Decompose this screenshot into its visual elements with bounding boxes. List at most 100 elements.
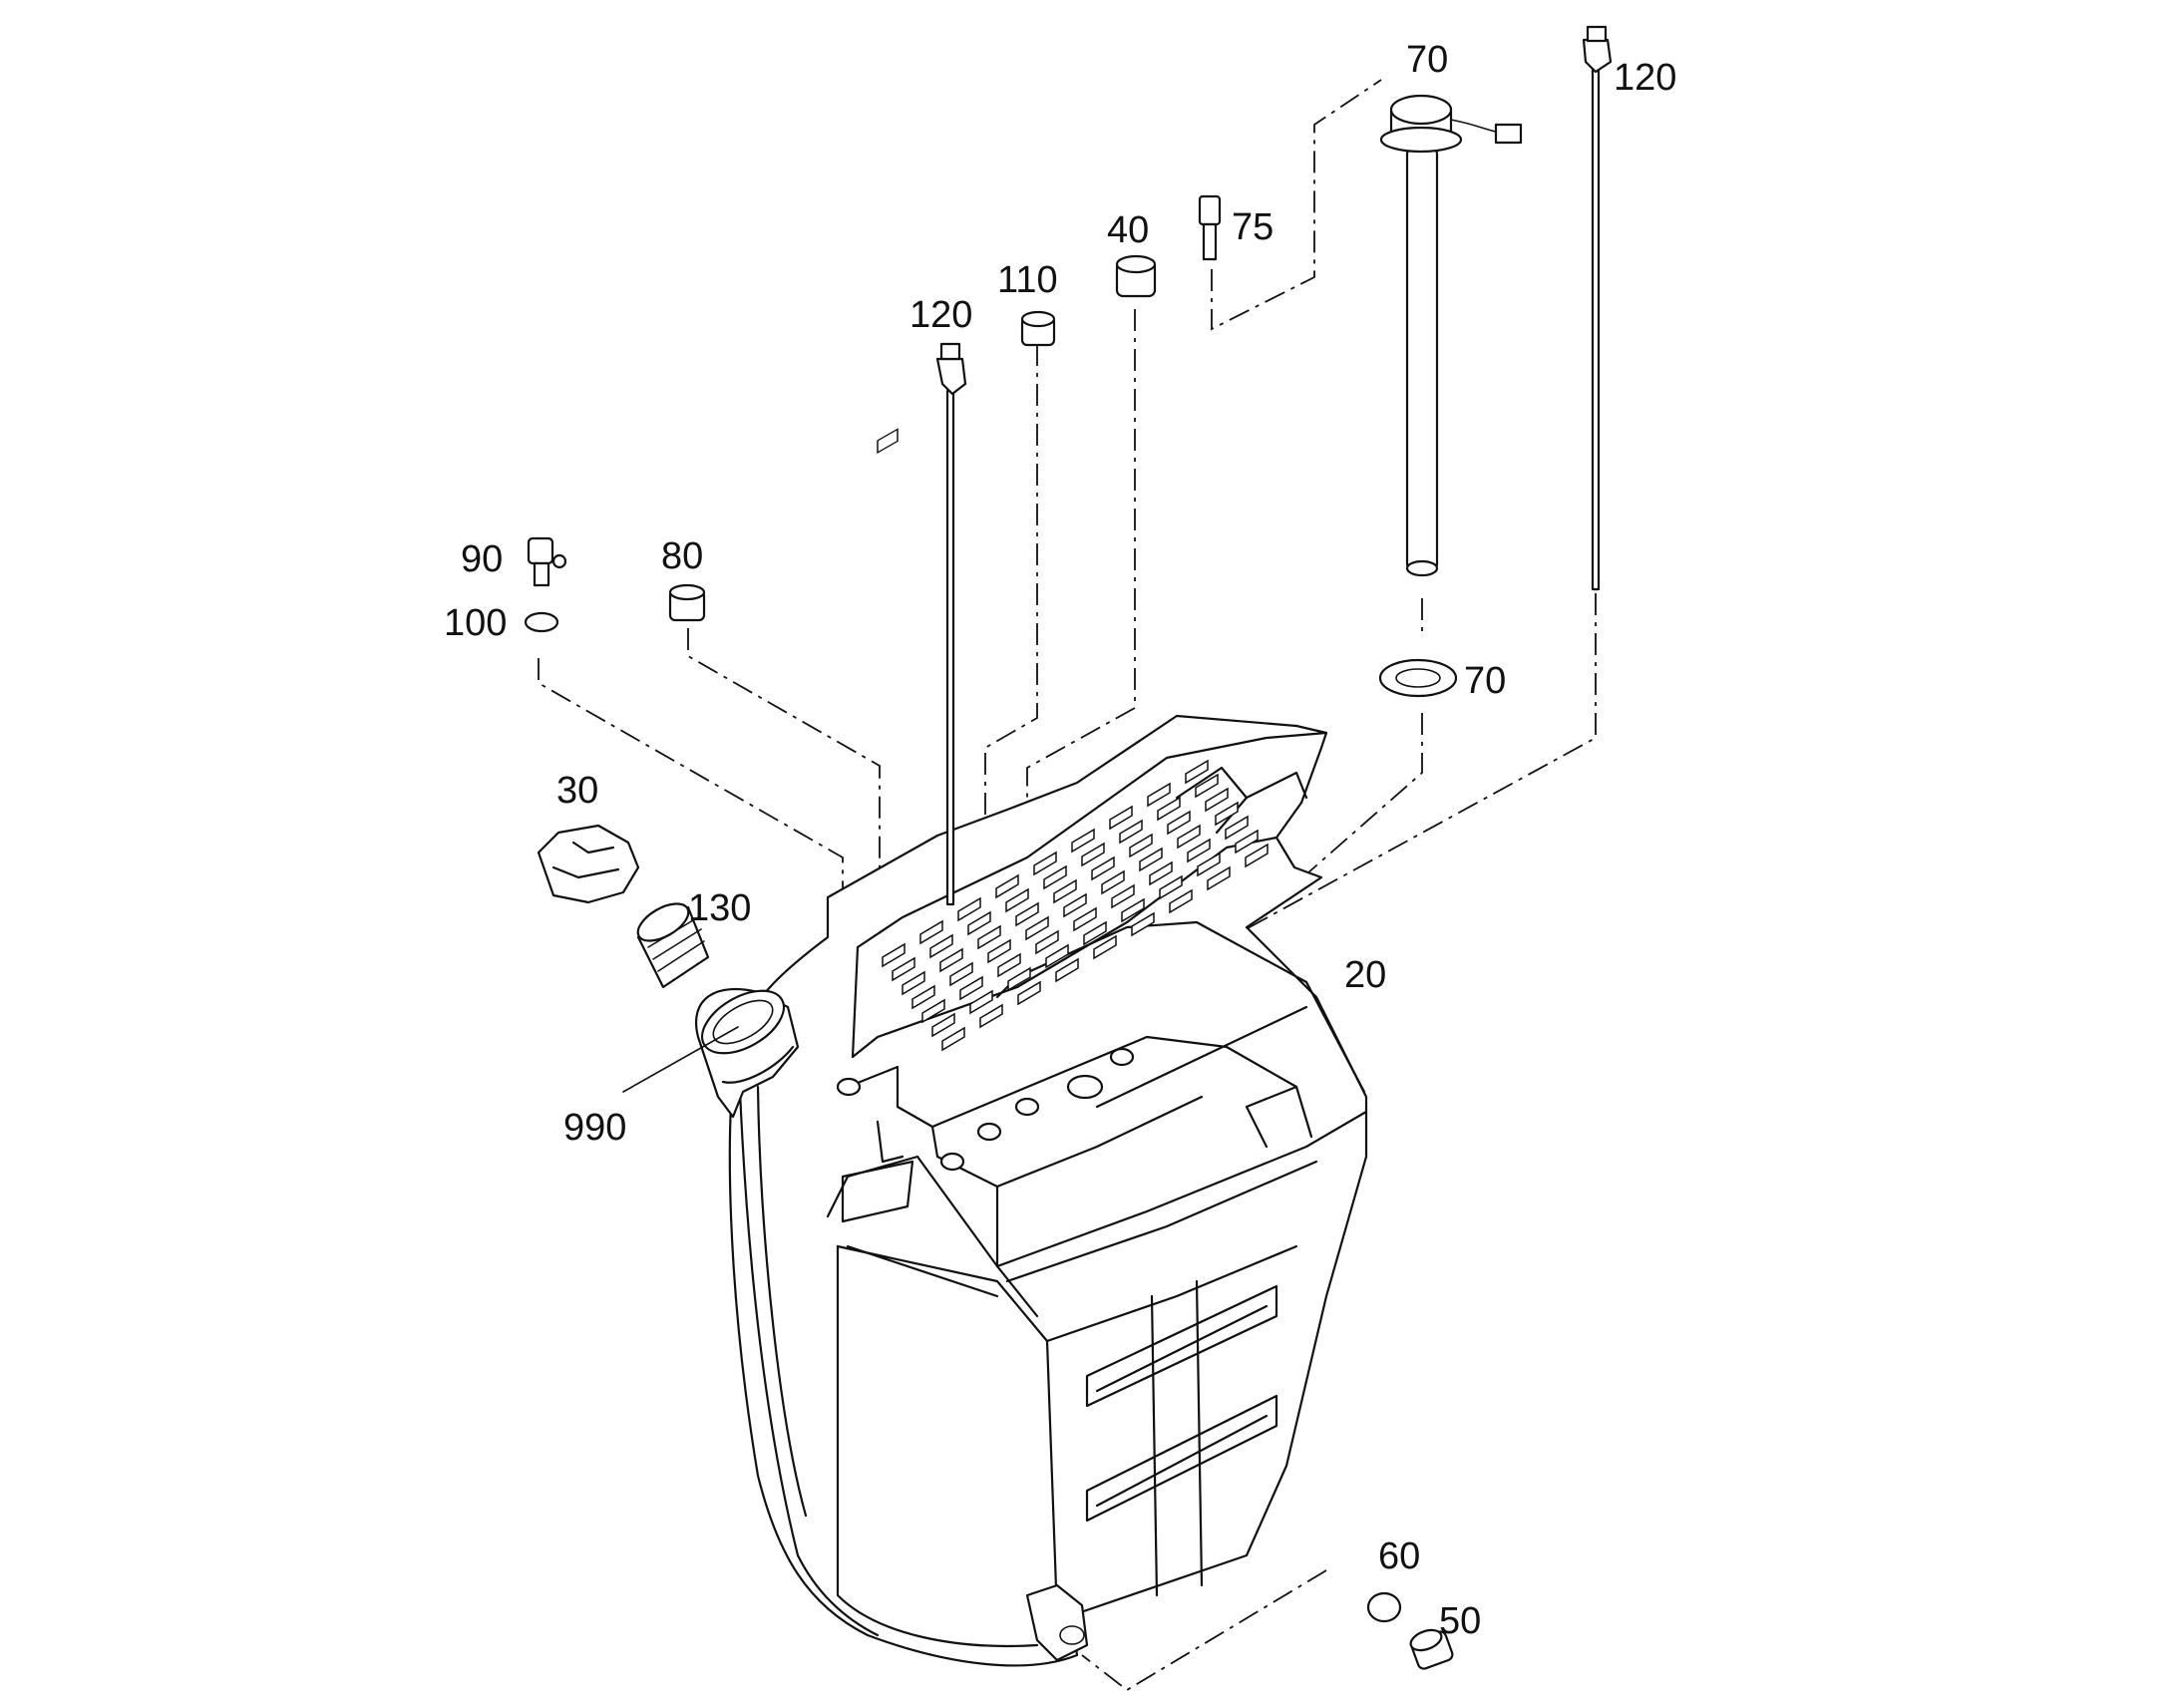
grille-slot — [1015, 901, 1039, 927]
grille-slot — [959, 975, 983, 1001]
sender-tube — [1405, 148, 1439, 570]
hole — [939, 1152, 965, 1172]
part-60-oring — [1366, 1591, 1402, 1623]
strainer-mesh — [647, 916, 705, 972]
grille-slot — [967, 910, 991, 936]
grille-slot — [987, 938, 1011, 964]
grille-slot — [1149, 860, 1173, 886]
tank-shoulder-right — [995, 1110, 1368, 1268]
label-100: 100 — [444, 602, 507, 644]
screw-shank — [1202, 222, 1218, 261]
cap-body — [537, 824, 640, 904]
grille-slots — [877, 428, 899, 455]
plug-40-top — [1115, 254, 1157, 274]
grille-slot — [1157, 796, 1181, 822]
handle-bar-right — [1195, 1279, 1204, 1587]
tank-front-left-edge — [836, 1244, 1039, 1648]
grille-slot — [941, 1026, 965, 1052]
label-80: 80 — [661, 535, 703, 577]
grille-slot — [1245, 843, 1269, 868]
grille-slot — [1119, 819, 1143, 845]
label-990: 990 — [563, 1107, 626, 1149]
grille-slot-grid — [882, 759, 1269, 1052]
grille-top-edge — [856, 731, 1328, 949]
grille-left-edge — [851, 945, 860, 1059]
part-30-cap — [537, 824, 640, 904]
grille-slot — [921, 998, 945, 1024]
part-50-plug — [1409, 1628, 1454, 1670]
grille-slot — [931, 1012, 955, 1038]
grille-slot — [1121, 897, 1145, 923]
grille-slot — [892, 956, 915, 982]
grille-slot — [929, 933, 953, 959]
label-20: 20 — [1344, 954, 1386, 996]
grille-slot — [1055, 957, 1079, 983]
grille-slot — [977, 924, 1001, 950]
tank-shoulder — [826, 1155, 1039, 1318]
sender-flange — [1379, 126, 1463, 154]
grille-slot — [1169, 888, 1193, 914]
line-75-70 — [1211, 79, 1382, 331]
handle-upper — [1085, 1284, 1278, 1408]
grille-slot — [1101, 869, 1125, 895]
filler-neck-inner — [712, 999, 774, 1045]
tank-shoulder-inner — [846, 1244, 999, 1298]
drain-boss — [1025, 1583, 1089, 1662]
filler-neck-rim — [700, 989, 786, 1055]
part-75-screw — [1198, 194, 1222, 261]
grille-slot — [1131, 911, 1155, 937]
plug-110-top — [1020, 310, 1056, 328]
label-60: 60 — [1378, 1536, 1420, 1577]
grille-slot — [1053, 878, 1077, 904]
grille-slot — [1225, 815, 1249, 841]
label-110: 110 — [997, 259, 1058, 301]
grille-slot — [1207, 865, 1231, 891]
gasket-ring — [1378, 658, 1458, 698]
grille-slot — [902, 970, 925, 996]
grille-slot — [1043, 864, 1067, 890]
hole — [976, 1122, 1002, 1142]
valve-stem — [533, 561, 550, 587]
tank-window — [841, 1160, 914, 1223]
label-130: 130 — [688, 887, 751, 929]
plug-50-top — [1409, 1628, 1443, 1652]
sender-connector — [1494, 123, 1523, 145]
grille-slot — [1083, 920, 1107, 946]
part-70-gasket — [1378, 658, 1458, 698]
tank-front-top-edge — [836, 1244, 1049, 1343]
hole — [836, 1077, 862, 1097]
cap-grip-top — [571, 841, 615, 854]
hole — [1066, 1074, 1104, 1100]
leader-990 — [622, 1026, 739, 1093]
grille-slot — [1091, 855, 1115, 881]
sender-cable — [1450, 119, 1497, 133]
grille-slot — [1025, 915, 1049, 941]
grille-slot — [1109, 805, 1133, 831]
grille-slot — [1007, 966, 1031, 992]
label-50: 50 — [1439, 1600, 1481, 1642]
gasket-hole — [1395, 668, 1441, 688]
part-labels: 120 70 75 40 110 120 90 100 80 70 30 130… — [444, 39, 1676, 1642]
label-70-gasket: 70 — [1464, 660, 1506, 702]
grille-slot — [1195, 773, 1219, 799]
tank-body — [695, 428, 1368, 1667]
grille-slot — [1017, 980, 1041, 1006]
line-60-50 — [1081, 1569, 1327, 1692]
part-130-strainer — [636, 902, 710, 989]
label-70-sender: 70 — [1406, 39, 1448, 81]
grille-slot — [939, 947, 963, 973]
grille-slot — [1005, 887, 1029, 913]
handle-lower — [1085, 1394, 1278, 1523]
grille-slot — [1139, 847, 1163, 872]
rod-head-120-left — [935, 357, 967, 396]
grille-vent-right — [1245, 771, 1308, 800]
grille-slot — [911, 984, 935, 1010]
line-120-right — [1121, 593, 1597, 1057]
grille-slot — [979, 1003, 1003, 1029]
label-120-left: 120 — [909, 294, 972, 336]
grille-slot — [1111, 883, 1135, 909]
rod-120-left — [945, 389, 955, 906]
line-110 — [984, 344, 1038, 1127]
grille-slot — [997, 952, 1021, 978]
